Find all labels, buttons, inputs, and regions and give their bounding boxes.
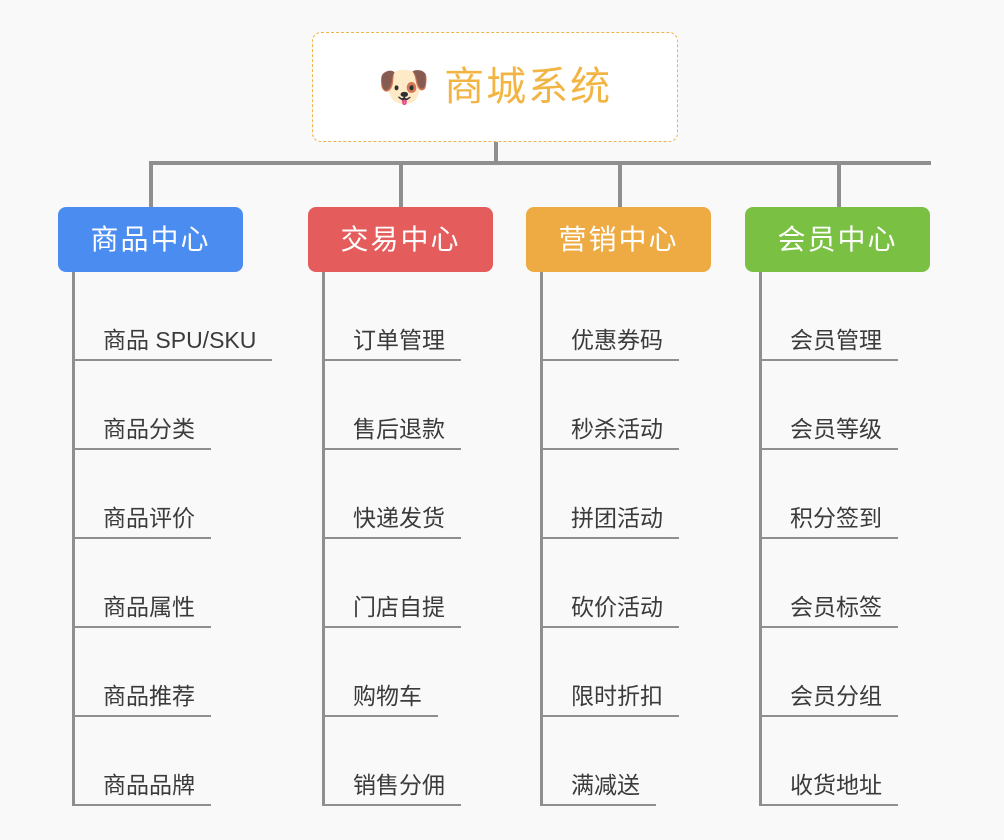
leaf-label: 售后退款 xyxy=(353,415,445,442)
list-item[interactable]: 满减送 xyxy=(543,717,716,806)
category-title-4: 会员中心 xyxy=(777,223,898,255)
leaf-label: 会员标签 xyxy=(790,593,882,620)
connector-drop-3 xyxy=(618,161,622,209)
list-item[interactable]: 会员等级 xyxy=(762,361,935,450)
leaf-label: 商品推荐 xyxy=(103,682,195,709)
leaf-label: 会员分组 xyxy=(790,682,882,709)
root-title: 商城系统 xyxy=(444,65,613,109)
list-item[interactable]: 会员标签 xyxy=(762,539,935,628)
leaf-label: 会员管理 xyxy=(790,326,882,353)
shiba-dog-face-icon: 🐶 xyxy=(377,63,431,110)
leaf-list-3: 优惠券码 秒杀活动 拼团活动 砍价活动 限时折扣 满减送 xyxy=(540,272,716,806)
category-column-4: 会员中心 会员管理 会员等级 积分签到 会员标签 会员分组 收货地址 xyxy=(745,207,935,806)
leaf-label: 积分签到 xyxy=(790,504,882,531)
leaf-label: 收货地址 xyxy=(790,771,882,798)
leaf-label: 会员等级 xyxy=(790,415,882,442)
leaf-label: 商品 SPU/SKU xyxy=(103,326,257,353)
category-header-3[interactable]: 营销中心 xyxy=(526,207,711,272)
list-item[interactable]: 会员管理 xyxy=(762,272,935,361)
leaf-label: 商品评价 xyxy=(103,504,195,531)
category-column-1: 商品中心 商品 SPU/SKU 商品分类 商品评价 商品属性 商品推荐 商品品牌 xyxy=(58,207,273,806)
connector-horizontal-bus xyxy=(149,161,931,165)
leaf-label: 订单管理 xyxy=(353,326,445,353)
list-item[interactable]: 收货地址 xyxy=(762,717,935,806)
leaf-label: 销售分佣 xyxy=(353,771,445,798)
list-item[interactable]: 商品属性 xyxy=(75,539,248,628)
leaf-label: 砍价活动 xyxy=(571,593,663,620)
list-item[interactable]: 商品分类 xyxy=(75,361,248,450)
list-item[interactable]: 商品推荐 xyxy=(75,628,248,717)
connector-drop-4 xyxy=(837,161,841,209)
category-title-3: 营销中心 xyxy=(558,223,679,255)
leaf-label: 限时折扣 xyxy=(571,682,663,709)
list-item[interactable]: 会员分组 xyxy=(762,628,935,717)
leaf-label: 满减送 xyxy=(571,771,640,798)
list-item[interactable]: 订单管理 xyxy=(325,272,498,361)
root-node[interactable]: 🐶 商城系统 xyxy=(312,32,678,142)
list-item[interactable]: 门店自提 xyxy=(325,539,498,628)
leaf-label: 商品属性 xyxy=(103,593,195,620)
list-item[interactable]: 商品 SPU/SKU xyxy=(75,272,273,361)
list-item[interactable]: 商品评价 xyxy=(75,450,248,539)
list-item[interactable]: 商品品牌 xyxy=(75,717,248,806)
leaf-label: 优惠券码 xyxy=(571,326,663,353)
leaf-label: 商品品牌 xyxy=(103,771,195,798)
list-item[interactable]: 优惠券码 xyxy=(543,272,716,361)
category-title-2: 交易中心 xyxy=(340,223,461,255)
category-header-1[interactable]: 商品中心 xyxy=(58,207,243,272)
list-item[interactable]: 快递发货 xyxy=(325,450,498,539)
category-title-1: 商品中心 xyxy=(90,223,211,255)
connector-drop-1 xyxy=(149,161,153,209)
leaf-label: 门店自提 xyxy=(353,593,445,620)
list-item[interactable]: 砍价活动 xyxy=(543,539,716,628)
leaf-label: 快递发货 xyxy=(353,504,445,531)
list-item[interactable]: 秒杀活动 xyxy=(543,361,716,450)
leaf-label: 秒杀活动 xyxy=(571,415,663,442)
list-item[interactable]: 拼团活动 xyxy=(543,450,716,539)
category-column-2: 交易中心 订单管理 售后退款 快递发货 门店自提 购物车 销售分佣 xyxy=(308,207,498,806)
leaf-label: 拼团活动 xyxy=(571,504,663,531)
list-item[interactable]: 限时折扣 xyxy=(543,628,716,717)
leaf-list-4: 会员管理 会员等级 积分签到 会员标签 会员分组 收货地址 xyxy=(759,272,935,806)
list-item[interactable]: 积分签到 xyxy=(762,450,935,539)
category-header-2[interactable]: 交易中心 xyxy=(308,207,493,272)
connector-root-stem xyxy=(494,142,498,164)
connector-drop-2 xyxy=(399,161,403,209)
leaf-list-1: 商品 SPU/SKU 商品分类 商品评价 商品属性 商品推荐 商品品牌 xyxy=(72,272,273,806)
category-header-4[interactable]: 会员中心 xyxy=(745,207,930,272)
category-column-3: 营销中心 优惠券码 秒杀活动 拼团活动 砍价活动 限时折扣 满减送 xyxy=(526,207,716,806)
list-item[interactable]: 售后退款 xyxy=(325,361,498,450)
leaf-list-2: 订单管理 售后退款 快递发货 门店自提 购物车 销售分佣 xyxy=(322,272,498,806)
leaf-label: 商品分类 xyxy=(103,415,195,442)
list-item[interactable]: 购物车 xyxy=(325,628,498,717)
list-item[interactable]: 销售分佣 xyxy=(325,717,498,806)
leaf-label: 购物车 xyxy=(353,682,422,709)
